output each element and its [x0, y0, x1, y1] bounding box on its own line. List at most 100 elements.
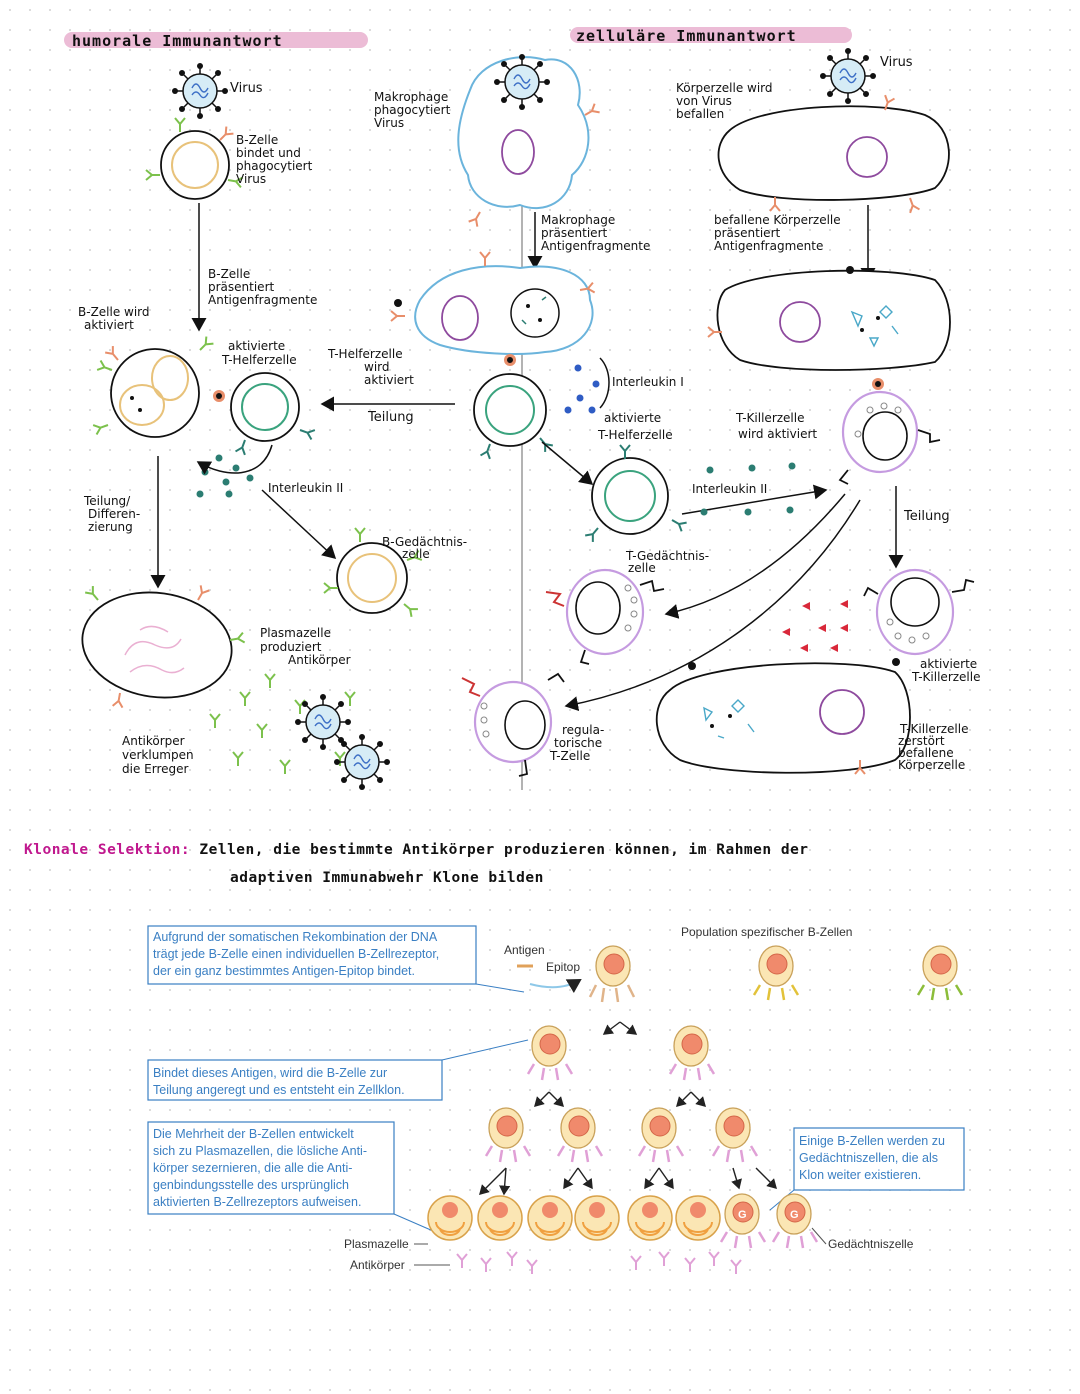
- svg-text:Antikörper: Antikörper: [288, 653, 351, 667]
- figure-box-2: Bindet dieses Antigen, wird die B-Zelle …: [147, 1059, 443, 1101]
- b-memory-label: B-Gedächtnis- zelle: [382, 535, 467, 561]
- interleukin1-dots: [564, 364, 600, 414]
- b-cell-binding: [145, 117, 244, 200]
- svg-text:Körperzelle: Körperzelle: [898, 758, 965, 772]
- svg-text:Antigenfragmente: Antigenfragmente: [541, 239, 650, 253]
- teilung-right-label: Teilung: [903, 509, 950, 524]
- klonale-label: Klonale Selektion:: [24, 842, 191, 858]
- klonale-selektion-text: Klonale Selektion: Zellen, die bestimmte…: [24, 836, 1064, 892]
- bracket-interleukin1: [599, 357, 610, 409]
- arrow-interleukin-left: [196, 444, 273, 475]
- svg-text:Antigenfragmente: Antigenfragmente: [714, 239, 823, 253]
- antigen-binding-arrow: [529, 978, 582, 994]
- gedaechtnis-leader: [811, 1227, 827, 1245]
- virus-icon: [819, 47, 877, 105]
- figure-box-1: Aufgrund der somatischen Rekombination d…: [147, 925, 477, 985]
- svg-text:regula-: regula-: [562, 723, 604, 737]
- svg-text:Virus: Virus: [236, 172, 266, 186]
- svg-text:Einige B-Zellen werden zu: Einige B-Zellen werden zu: [799, 1134, 945, 1148]
- svg-text:B-Zelle: B-Zelle: [208, 267, 250, 281]
- svg-text:G: G: [790, 1209, 799, 1221]
- klonale-text-2: adaptiven Immunabwehr Klone bilden: [230, 870, 544, 886]
- regulatory-t-cell: [461, 672, 565, 777]
- svg-text:befallene: befallene: [898, 746, 954, 760]
- t-killer-activated-label: T-Killerzelle wird aktiviert: [735, 411, 817, 441]
- virus-icon: [171, 62, 229, 120]
- svg-text:B-Zelle: B-Zelle: [236, 133, 278, 147]
- t-helper-right: [584, 444, 688, 543]
- svg-text:Teilung angeregt und es entste: Teilung angeregt und es entsteht ein Zel…: [153, 1083, 405, 1097]
- svg-text:B-Gedächtnis-: B-Gedächtnis-: [382, 535, 467, 549]
- t-killer-activating: [838, 378, 941, 485]
- svg-text:Die Mehrheit der B-Zellen entw: Die Mehrheit der B-Zellen entwickelt: [153, 1127, 354, 1141]
- figure-box-3: Die Mehrheit der B-Zellen entwickelt sic…: [147, 1121, 395, 1215]
- virus-icon: [333, 733, 391, 791]
- svg-text:T-Helferzelle: T-Helferzelle: [221, 353, 297, 367]
- clone-level-1: [526, 1025, 716, 1081]
- teilung-diff-label: Teilung/ Differen- zierung: [83, 494, 140, 534]
- svg-text:zierung: zierung: [88, 520, 133, 534]
- svg-text:Teilung/: Teilung/: [83, 494, 131, 508]
- antikoerper-label: Antikörper: [350, 1258, 405, 1272]
- svg-text:die Erreger: die Erreger: [122, 762, 189, 776]
- infected-presents-label: befallene Körperzelle präsentiert Antige…: [714, 213, 841, 253]
- svg-text:Virus: Virus: [374, 116, 404, 130]
- macrophage-phago-label: Makrophage phagocytiert Virus: [374, 90, 451, 130]
- population-label: Population spezifischer B-Zellen: [681, 925, 852, 939]
- virus-icon: [493, 53, 551, 111]
- aktivierte-tkiller-label: aktivierte T-Killerzelle: [911, 657, 980, 684]
- svg-text:aktivierte: aktivierte: [228, 339, 285, 353]
- clone-arrows: [479, 1021, 777, 1196]
- t-killer-activated: [863, 568, 975, 666]
- svg-text:T-Gedächtnis-: T-Gedächtnis-: [625, 549, 709, 563]
- b-cell-activated: [92, 335, 215, 438]
- interleukin1-label: Interleukin I: [612, 375, 684, 389]
- arrow-to-th: [541, 441, 594, 485]
- soluble-antibodies: [456, 1251, 742, 1275]
- svg-text:Gedächtniszellen, die als: Gedächtniszellen, die als: [799, 1151, 938, 1165]
- svg-text:Klon weiter existieren.: Klon weiter existieren.: [799, 1168, 921, 1182]
- body-cell-presenting: [707, 266, 951, 371]
- svg-text:aktivierten B-Zellrezeptors au: aktivierten B-Zellrezeptors aufweisen.: [153, 1195, 361, 1209]
- body-cell-destroyed: [655, 662, 911, 775]
- plasma-cells-row: [427, 1195, 721, 1241]
- zellulaer-title: zelluläre Immunantwort: [576, 27, 797, 45]
- klonale-text-1: Zellen, die bestimmte Antikörper produzi…: [199, 842, 809, 858]
- svg-text:Antikörper: Antikörper: [122, 734, 185, 748]
- svg-text:zerstört: zerstört: [898, 734, 945, 748]
- antibodies-clump-label: Antikörper verklumpen die Erreger: [122, 734, 194, 776]
- box2-pointer: [441, 1039, 529, 1061]
- svg-text:phagocytiert: phagocytiert: [374, 103, 451, 117]
- aktivierte-th-left-label: aktivierte T-Helferzelle: [221, 339, 297, 367]
- t-helper-center: [473, 354, 554, 460]
- epitop-label: Epitop: [546, 960, 580, 974]
- zellulaer-title-highlight: [570, 27, 852, 43]
- svg-text:T-Killerzelle: T-Killerzelle: [735, 411, 804, 425]
- perforin-markers: [782, 600, 848, 652]
- svg-text:torische: torische: [554, 736, 602, 750]
- svg-text:Plasmazelle: Plasmazelle: [260, 626, 331, 640]
- svg-text:befallen: befallen: [676, 107, 724, 121]
- svg-text:T-Helferzelle: T-Helferzelle: [597, 428, 673, 442]
- macrophage-presenting: [390, 251, 596, 355]
- svg-text:T-Zelle: T-Zelle: [549, 749, 590, 763]
- svg-text:Aufgrund der somatischen Rekom: Aufgrund der somatischen Rekombination d…: [153, 930, 438, 944]
- t-helper-activated-left: [213, 372, 316, 456]
- svg-text:genbindungsstelle des ursprüng: genbindungsstelle des ursprünglich: [153, 1178, 349, 1192]
- macrophage-phagocytosing: [457, 56, 601, 228]
- macrophage-presents-label: Makrophage präsentiert Antigenfragmente: [541, 213, 650, 253]
- b-cell-binding-label: B-Zelle bindet und phagocytiert Virus: [236, 133, 313, 186]
- plasma-cell: [81, 584, 246, 709]
- regulatory-t-label: regula- torische T-Zelle: [549, 723, 604, 763]
- b-cell-presents-label: B-Zelle präsentiert Antigenfragmente: [208, 267, 317, 307]
- gedaechtniszelle-label: Gedächtniszelle: [828, 1237, 914, 1251]
- svg-text:präsentiert: präsentiert: [714, 226, 781, 240]
- plasmazelle-label: Plasmazelle: [344, 1237, 409, 1251]
- plasma-cell-label: Plasmazelle produziert Antikörper: [260, 626, 351, 667]
- svg-text:befallene Körperzelle: befallene Körperzelle: [714, 213, 841, 227]
- svg-text:G: G: [738, 1209, 747, 1221]
- svg-text:zelle: zelle: [402, 547, 430, 561]
- interleukin2-right-label: Interleukin II: [692, 482, 767, 496]
- svg-text:Makrophage: Makrophage: [541, 213, 615, 227]
